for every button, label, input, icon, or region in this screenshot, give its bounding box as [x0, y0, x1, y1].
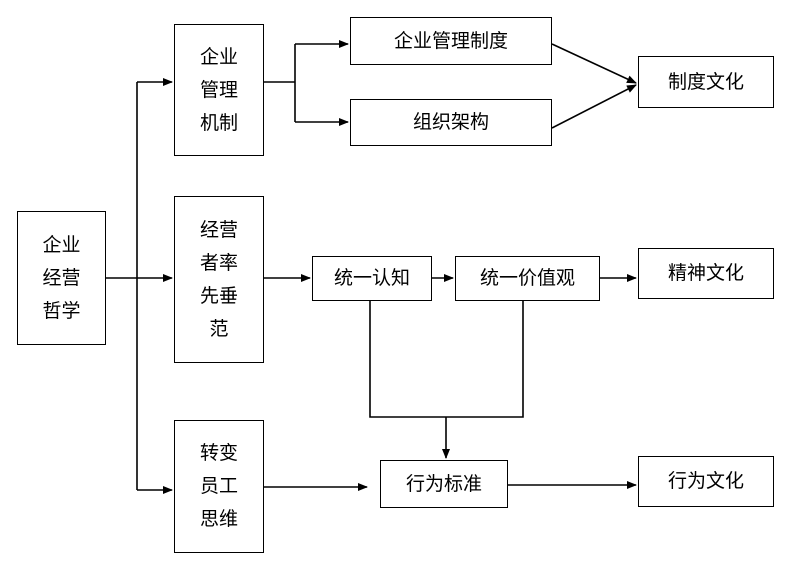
node-management-system: 企业管理制度 — [350, 17, 552, 65]
node-text: 统一认知 — [333, 267, 410, 289]
arrow-mgmt-system-to-system-culture — [551, 43, 637, 84]
node-text: 企业 — [199, 45, 238, 68]
arrow-org-structure-to-system-culture — [551, 84, 637, 129]
node-system-culture: 制度文化 — [638, 56, 774, 108]
node-employee-thinking: 转变 员工 思维 — [174, 420, 264, 553]
node-org-structure: 组织架构 — [350, 99, 552, 146]
node-text: 经营 — [42, 266, 81, 289]
node-spiritual-culture: 精神文化 — [638, 248, 774, 299]
node-leader-example: 经营 者率 先垂 范 — [174, 196, 264, 363]
node-text: 者率 — [199, 251, 238, 274]
node-text: 精神文化 — [667, 262, 744, 284]
node-text: 行为标准 — [405, 472, 482, 495]
node-text: 行为文化 — [667, 470, 744, 492]
node-text: 经营 — [199, 218, 238, 241]
node-unified-cognition: 统一认知 — [312, 256, 432, 301]
node-text: 制度文化 — [667, 70, 744, 93]
node-text: 范 — [209, 317, 229, 340]
node-text: 转变 — [199, 442, 238, 464]
node-business-philosophy: 企业 经营 哲学 — [17, 211, 106, 345]
node-management-mechanism: 企业 管理 机制 — [174, 24, 264, 156]
node-text: 组织架构 — [412, 111, 489, 133]
node-text: 机制 — [199, 111, 238, 134]
connector-cognition-values-to-behavior — [369, 300, 524, 418]
node-text: 先垂 — [199, 284, 238, 307]
node-text: 思维 — [199, 508, 238, 530]
node-text: 企业 — [42, 233, 81, 256]
node-text: 管理 — [199, 78, 238, 101]
node-text: 企业管理制度 — [393, 29, 508, 52]
node-unified-values: 统一价值观 — [455, 256, 600, 301]
node-text: 哲学 — [42, 299, 81, 322]
node-text: 员工 — [199, 475, 238, 497]
node-behavior-culture: 行为文化 — [638, 456, 774, 507]
node-behavior-standard: 行为标准 — [380, 460, 508, 508]
node-text: 统一价值观 — [479, 267, 575, 289]
